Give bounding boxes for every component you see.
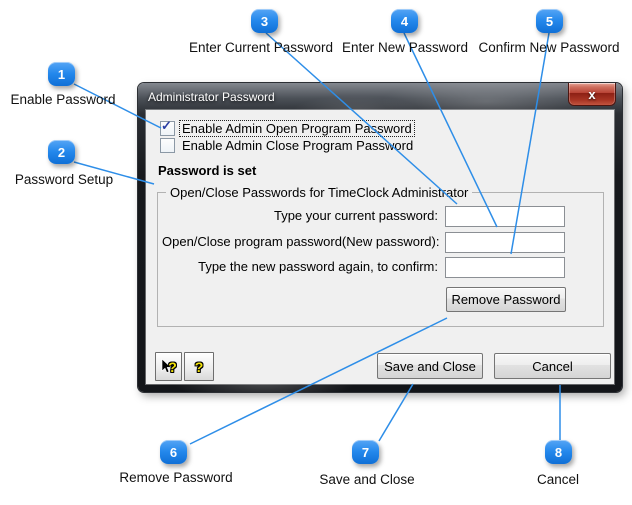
checkbox-label-enable-open[interactable]: Enable Admin Open Program Password bbox=[179, 120, 415, 137]
callout-badge-2: 2 bbox=[48, 140, 75, 164]
callout-label-save-and-close: Save and Close bbox=[319, 472, 415, 487]
confirm-password-row: Type the new password again, to confirm: bbox=[158, 257, 603, 278]
save-and-close-button[interactable]: Save and Close bbox=[377, 353, 483, 379]
new-password-input[interactable] bbox=[445, 232, 565, 253]
remove-password-button[interactable]: Remove Password bbox=[446, 287, 566, 312]
question-mark-icon: ? bbox=[194, 358, 204, 375]
groupbox-title: Open/Close Passwords for TimeClock Admin… bbox=[166, 185, 473, 200]
current-password-label: Type your current password: bbox=[273, 208, 438, 223]
dialog-client-area: ✓ Enable Admin Open Program Password Ena… bbox=[146, 110, 614, 384]
password-groupbox: Open/Close Passwords for TimeClock Admin… bbox=[157, 185, 604, 327]
callout-label-enter-new: Enter New Password bbox=[341, 40, 469, 55]
callout-badge-6: 6 bbox=[160, 440, 187, 464]
cursor-arrow-icon bbox=[161, 357, 172, 373]
checkbox-label-enable-close[interactable]: Enable Admin Close Program Password bbox=[182, 138, 414, 153]
checkbox-enable-close-program[interactable] bbox=[160, 138, 175, 153]
close-icon: x bbox=[588, 86, 596, 102]
check-icon: ✓ bbox=[161, 118, 172, 133]
current-password-row: Type your current password: bbox=[158, 206, 603, 227]
callout-label-enable-password: Enable Password bbox=[10, 92, 116, 107]
checkbox-row-enable-open: ✓ Enable Admin Open Program Password bbox=[160, 118, 415, 137]
confirm-password-input[interactable] bbox=[445, 257, 565, 278]
callout-badge-1: 1 bbox=[48, 62, 75, 86]
cancel-button[interactable]: Cancel bbox=[494, 353, 611, 379]
callout-label-confirm-new: Confirm New Password bbox=[478, 40, 620, 55]
callout-label-enter-current: Enter Current Password bbox=[188, 40, 334, 55]
callout-label-password-setup: Password Setup bbox=[14, 172, 114, 187]
new-password-label: Open/Close program password(New password… bbox=[162, 234, 440, 249]
context-help-button[interactable]: ? bbox=[155, 352, 182, 381]
dialog-title: Administrator Password bbox=[148, 90, 275, 104]
password-status-text: Password is set bbox=[158, 163, 257, 178]
callout-badge-7: 7 bbox=[352, 440, 379, 464]
callout-label-remove-password: Remove Password bbox=[119, 470, 233, 485]
close-button[interactable]: x bbox=[568, 83, 616, 106]
help-button[interactable]: ? bbox=[184, 352, 214, 381]
question-mark-icon: ? bbox=[168, 358, 177, 375]
callout-badge-4: 4 bbox=[391, 9, 418, 33]
confirm-password-label: Type the new password again, to confirm: bbox=[198, 259, 438, 274]
callout-badge-5: 5 bbox=[536, 9, 563, 33]
checkbox-row-enable-close: Enable Admin Close Program Password bbox=[160, 138, 415, 153]
callout-badge-3: 3 bbox=[251, 9, 278, 33]
callout-badge-8: 8 bbox=[545, 440, 572, 464]
administrator-password-dialog: Administrator Password x ✓ Enable Admin … bbox=[138, 83, 622, 392]
checkbox-enable-open-program[interactable]: ✓ bbox=[160, 118, 175, 136]
current-password-input[interactable] bbox=[445, 206, 565, 227]
callout-label-cancel: Cancel bbox=[536, 472, 580, 487]
new-password-row: Open/Close program password(New password… bbox=[158, 232, 603, 253]
